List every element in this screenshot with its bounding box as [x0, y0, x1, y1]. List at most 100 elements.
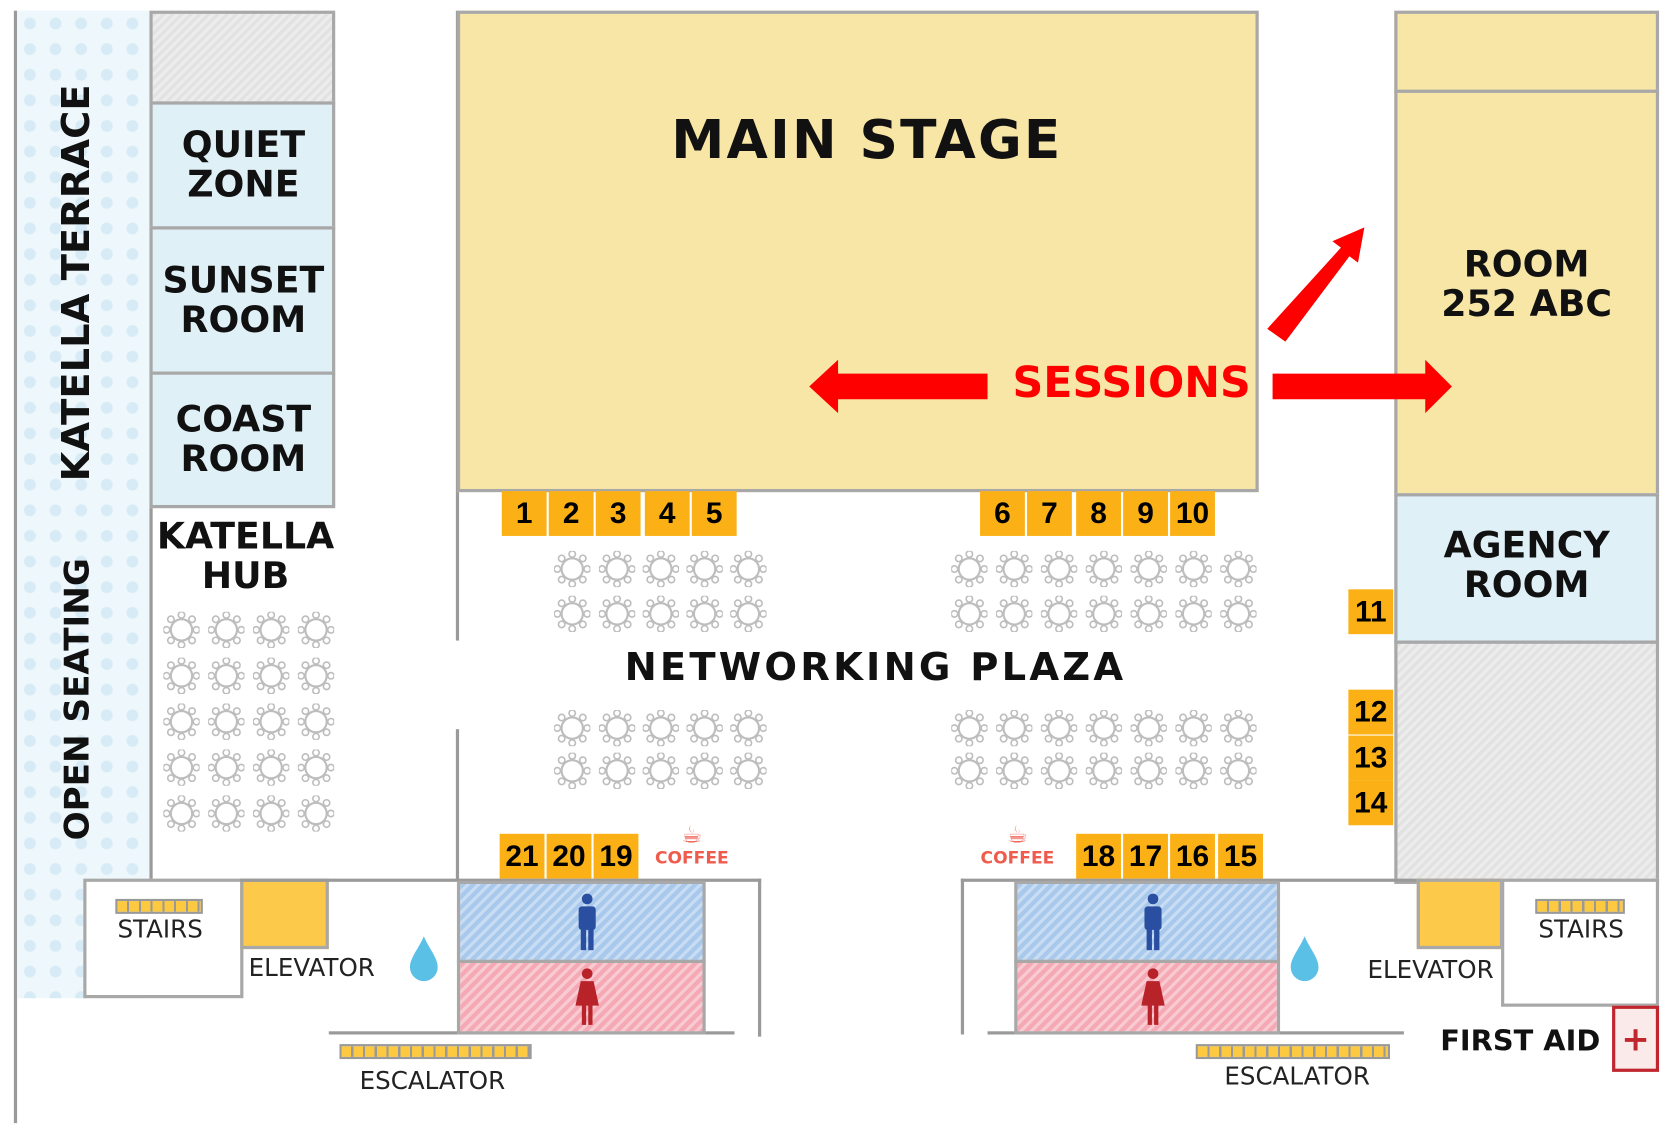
booth[interactable]: 19	[593, 833, 639, 879]
table-icon	[297, 795, 335, 832]
table-icon	[1040, 550, 1078, 588]
unavailable-area	[1394, 640, 1660, 884]
table-icon	[1175, 550, 1212, 588]
coffee-icon: ☕	[681, 822, 703, 849]
table-icon	[730, 709, 767, 747]
wall	[149, 508, 153, 882]
table-icon	[1220, 550, 1257, 588]
coast-room[interactable]	[149, 371, 336, 509]
table-icon	[1085, 709, 1123, 747]
booth[interactable]: 20	[546, 833, 592, 879]
elevator-label: ELEVATOR	[1367, 956, 1494, 985]
table-icon	[1040, 709, 1078, 747]
wall	[960, 878, 1660, 882]
table-icon	[163, 749, 200, 786]
table-icon	[297, 657, 335, 694]
booth[interactable]: 11	[1348, 589, 1394, 635]
open-seating-label: OPEN SEATING	[56, 558, 98, 841]
escalator-icon	[1195, 1044, 1391, 1060]
table-icon	[642, 550, 679, 588]
women-restroom-icon	[575, 968, 599, 1025]
table-icon	[1130, 550, 1167, 588]
agency-room[interactable]	[1394, 493, 1660, 644]
label-line: ROOM	[1463, 563, 1590, 607]
table-icon	[297, 749, 335, 786]
table-icon	[642, 595, 679, 633]
table-icon	[1130, 595, 1167, 633]
coffee-station[interactable]: ☕ COFFEE	[981, 824, 1055, 868]
booth[interactable]: 13	[1348, 735, 1394, 781]
table-icon	[686, 752, 723, 789]
elevator-left[interactable]	[240, 878, 329, 950]
booth[interactable]: 4	[644, 491, 690, 536]
booth[interactable]: 9	[1123, 491, 1168, 536]
table-icon	[1130, 709, 1167, 747]
escalator-label: ESCALATOR	[1224, 1063, 1370, 1092]
label-line: ROOM	[1463, 243, 1590, 287]
room-252-annex	[1394, 10, 1660, 93]
booth[interactable]: 18	[1076, 833, 1121, 879]
booth[interactable]: 10	[1170, 491, 1215, 536]
table-icon	[730, 550, 767, 588]
label-line: ZONE	[187, 163, 300, 206]
table-icon	[996, 550, 1033, 588]
label-line: 252 ABC	[1441, 282, 1613, 326]
table-icon	[554, 550, 591, 588]
label-line: COAST	[175, 398, 312, 441]
table-icon	[1130, 752, 1167, 789]
booth[interactable]: 14	[1348, 780, 1394, 826]
coffee-icon: ☕	[1006, 822, 1028, 849]
table-icon	[996, 709, 1033, 747]
table-icon	[598, 595, 636, 633]
booth[interactable]: 6	[980, 491, 1025, 536]
booth[interactable]: 16	[1170, 833, 1215, 879]
room-252-abc[interactable]	[1394, 89, 1660, 497]
coffee-station[interactable]: ☕ COFFEE	[655, 824, 729, 868]
label-line: KATELLA	[156, 515, 335, 559]
unavailable-area	[149, 10, 336, 105]
networking-plaza-label: NETWORKING PLAZA	[624, 645, 1127, 690]
table-icon	[208, 703, 245, 740]
wall	[960, 878, 965, 1035]
table-icon	[554, 709, 591, 747]
booth[interactable]: 5	[691, 491, 737, 536]
label-line: ROOM	[180, 298, 307, 342]
table-icon	[208, 611, 245, 649]
label-line: AGENCY	[1443, 524, 1610, 567]
katella-terrace-label: KATELLA TERRACE	[54, 84, 99, 482]
booth[interactable]: 2	[548, 491, 594, 536]
table-icon	[208, 795, 245, 832]
open-seating-terrace	[17, 10, 150, 999]
elevator-right[interactable]	[1416, 878, 1504, 950]
table-icon	[253, 749, 290, 786]
booth[interactable]: 12	[1348, 689, 1394, 735]
table-icon	[1085, 752, 1123, 789]
outer-wall	[13, 10, 18, 1124]
table-icon	[951, 595, 988, 633]
label-line: HUB	[201, 554, 290, 598]
booth[interactable]: 8	[1076, 491, 1121, 536]
first-aid-icon[interactable]: +	[1612, 1005, 1660, 1072]
sunset-room[interactable]	[149, 226, 336, 375]
main-stage[interactable]	[456, 10, 1259, 493]
table-icon	[297, 703, 335, 740]
escalator-icon	[339, 1044, 532, 1060]
table-icon	[598, 550, 636, 588]
table-icon	[686, 595, 723, 633]
men-restroom-icon	[578, 893, 596, 951]
booth[interactable]: 21	[499, 833, 545, 879]
table-icon	[951, 709, 988, 747]
women-restroom-icon	[1141, 968, 1165, 1025]
wall	[240, 878, 762, 882]
booth[interactable]: 3	[595, 491, 641, 536]
booth[interactable]: 1	[501, 491, 547, 536]
stairs-label: STAIRS	[1538, 916, 1624, 944]
booth[interactable]: 17	[1123, 833, 1168, 879]
sessions-label: SESSIONS	[1012, 358, 1251, 408]
booth[interactable]: 15	[1218, 833, 1263, 879]
booth[interactable]: 7	[1027, 491, 1072, 536]
escalator-label: ESCALATOR	[359, 1067, 506, 1096]
